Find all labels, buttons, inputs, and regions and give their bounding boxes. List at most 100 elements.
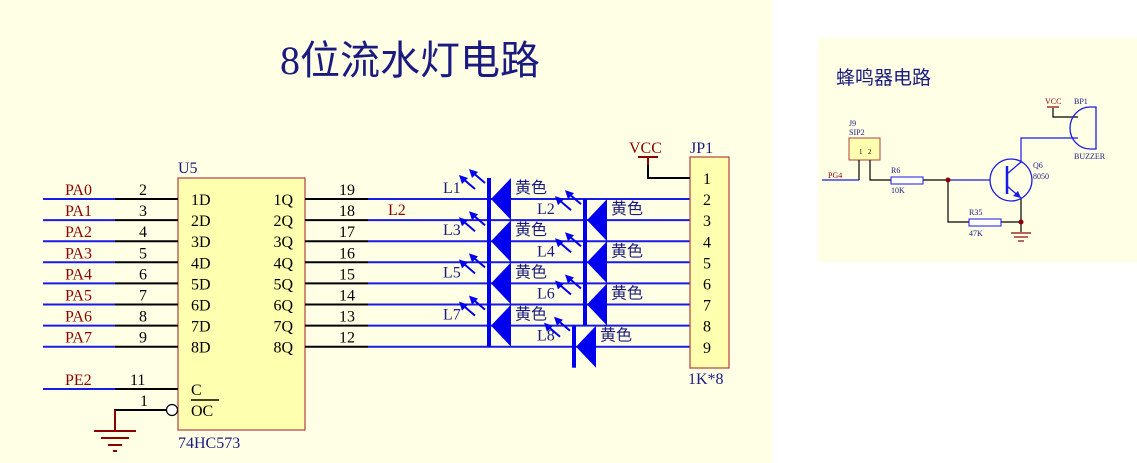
chip-body (177, 177, 306, 431)
transistor-symbol (989, 158, 1033, 202)
output-pin-name: 5Q (273, 276, 293, 293)
junction-dot (945, 177, 951, 183)
jumper-pin-1: 1 (859, 148, 863, 156)
resistor-r6[interactable]: R6 10K (890, 166, 924, 195)
led-diode-icon (587, 283, 607, 326)
led-l5[interactable]: L5 黄色 (443, 253, 547, 305)
led-circuit-panel (0, 0, 772, 463)
input-net-label: PA4 (65, 266, 92, 283)
light-arrow-head-icon (555, 280, 564, 290)
output-pin-name: 6Q (273, 298, 293, 315)
output-pin-number: 14 (339, 288, 355, 305)
input-net-label: PA2 (65, 224, 92, 241)
input-pin-number: 7 (139, 288, 147, 305)
jumper-designator: J9 (849, 119, 856, 128)
resistor-pack-jp1[interactable]: JP1 1K*8 (688, 140, 730, 388)
led-designator: L2 (537, 201, 555, 218)
light-arrow-head-icon (469, 169, 478, 178)
input-pin-name: 5D (191, 276, 211, 293)
input-pin-number: 4 (139, 224, 147, 241)
net-label-l2: L2 (388, 202, 406, 219)
output-pin-number: 19 (339, 182, 355, 199)
r35-value: 47K (969, 229, 983, 238)
latch-pin-number: 11 (130, 372, 145, 389)
buzzer-vcc-label: VCC (1045, 97, 1061, 106)
input-pin-number: 2 (139, 182, 147, 199)
resistor-pack-pin-number: 8 (703, 319, 711, 336)
light-arrow-head-icon (469, 295, 478, 305)
r6-value: 10K (891, 186, 905, 195)
resistor-pack-pin-number: 5 (703, 255, 711, 272)
ground-icon (1011, 232, 1031, 242)
jumper-pin-2: 2 (868, 148, 872, 156)
latch-enable-net: PE2 11 C OC 1 (43, 372, 219, 452)
led-designator: L5 (443, 264, 461, 281)
input-net-label: PA6 (65, 309, 92, 326)
led-color-label: 黄色 (600, 326, 632, 345)
inverter-bubble (165, 403, 179, 417)
input-pin-name: 3D (191, 234, 211, 251)
light-arrow-head-icon (459, 175, 468, 184)
buzzer-bp1[interactable]: BP1 BUZZER (1069, 97, 1106, 161)
led-color-label: 黄色 (515, 178, 547, 197)
emitter-arrow-icon (1013, 191, 1021, 198)
resistor-pack-value: 1K*8 (688, 371, 724, 388)
input-pin-name: 6D (191, 298, 211, 315)
led-color-label: 黄色 (611, 241, 643, 260)
buzzer-circuit-title: 蜂鸣器电路 (836, 67, 931, 89)
light-arrow-head-icon (459, 217, 468, 227)
input-pin-number: 8 (139, 309, 147, 326)
light-arrow-head-icon (469, 211, 478, 221)
buzzer-wires (822, 108, 1078, 232)
jumper-j9[interactable]: J9 SIP2 1 2 (848, 119, 881, 161)
input-pin-number: 9 (139, 330, 147, 347)
led-designator: L1 (443, 180, 461, 197)
resistor-pack-designator: JP1 (690, 140, 713, 157)
led-designator: L6 (537, 286, 555, 303)
transistor-q6[interactable]: Q6 8050 (989, 158, 1049, 202)
input-net-label: PA5 (65, 288, 92, 305)
r6-designator: R6 (891, 166, 900, 175)
resistor-r35[interactable]: R35 47K (968, 208, 1002, 238)
buzzer-vcc: VCC (1045, 97, 1061, 108)
resistor-pack-pin-number: 4 (703, 234, 711, 251)
input-pin-number: 3 (139, 203, 147, 220)
r35-designator: R35 (969, 208, 982, 217)
resistor-pack-pin-number: 2 (703, 192, 711, 209)
chip-74hc573[interactable]: U5 74HC573 (177, 160, 306, 452)
input-net-label: PA0 (65, 182, 92, 199)
oe-pin-number: 1 (140, 393, 148, 410)
oe-pin-name: OC (191, 403, 213, 420)
buzzer-part: BUZZER (1074, 152, 1106, 161)
input-pin-number: 6 (139, 266, 147, 283)
led-l1[interactable]: L1 黄色 (443, 169, 547, 220)
output-pin-name: 1Q (273, 192, 293, 209)
led-diode-icon (491, 178, 511, 220)
input-net-label: PA3 (65, 245, 92, 262)
output-pin-number: 13 (339, 309, 355, 326)
led-color-label: 黄色 (515, 262, 547, 281)
output-pin-name: 3Q (273, 234, 293, 251)
transistor-part: 8050 (1033, 172, 1049, 181)
latch-net-label: PE2 (65, 372, 92, 389)
light-arrow-head-icon (459, 259, 468, 269)
output-pin-name: 7Q (273, 319, 293, 336)
input-pin-number: 5 (139, 245, 147, 262)
light-arrow-head-icon (554, 316, 563, 326)
light-arrow-head-icon (565, 190, 574, 200)
latch-pin-name: C (191, 382, 202, 399)
input-pin-name: 7D (191, 319, 211, 336)
led-diode-icon (491, 220, 511, 263)
resistor-pack-pin-number: 9 (703, 340, 711, 357)
led-diode-icon (491, 304, 511, 347)
output-pin-number: 12 (339, 330, 355, 347)
